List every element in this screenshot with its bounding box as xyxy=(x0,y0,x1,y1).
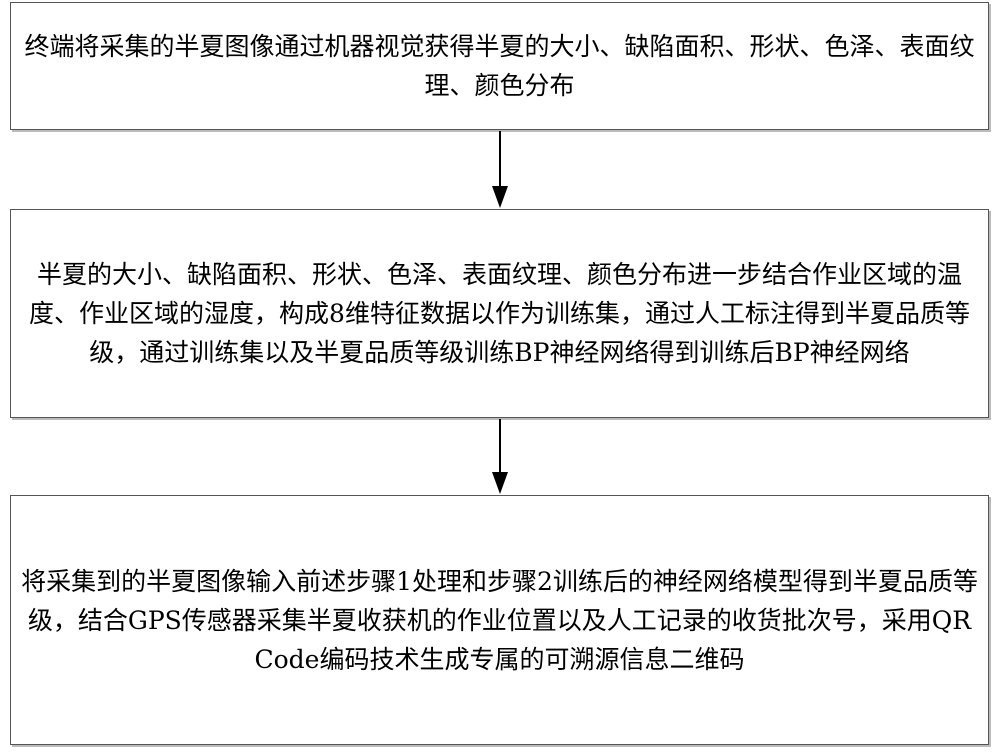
step-1-box: 终端将采集的半夏图像通过机器视觉获得半夏的大小、缺陷面积、形状、色泽、表面纹理、… xyxy=(10,2,989,130)
step-3-text: 将采集到的半夏图像输入前述步骤1处理和步骤2训练后的神经网络模型得到半夏品质等级… xyxy=(21,566,978,674)
step-2-text: 半夏的大小、缺陷面积、形状、色泽、表面纹理、颜色分布进一步结合作业区域的温度、作… xyxy=(29,260,970,367)
step-3-box: 将采集到的半夏图像输入前述步骤1处理和步骤2训练后的神经网络模型得到半夏品质等级… xyxy=(10,495,989,745)
step-1-text: 终端将采集的半夏图像通过机器视觉获得半夏的大小、缺陷面积、形状、色泽、表面纹理、… xyxy=(24,32,975,100)
arrow-down-icon xyxy=(492,419,508,494)
step-2-box: 半夏的大小、缺陷面积、形状、色泽、表面纹理、颜色分布进一步结合作业区域的温度、作… xyxy=(10,209,989,418)
arrow-down-icon xyxy=(492,131,508,208)
